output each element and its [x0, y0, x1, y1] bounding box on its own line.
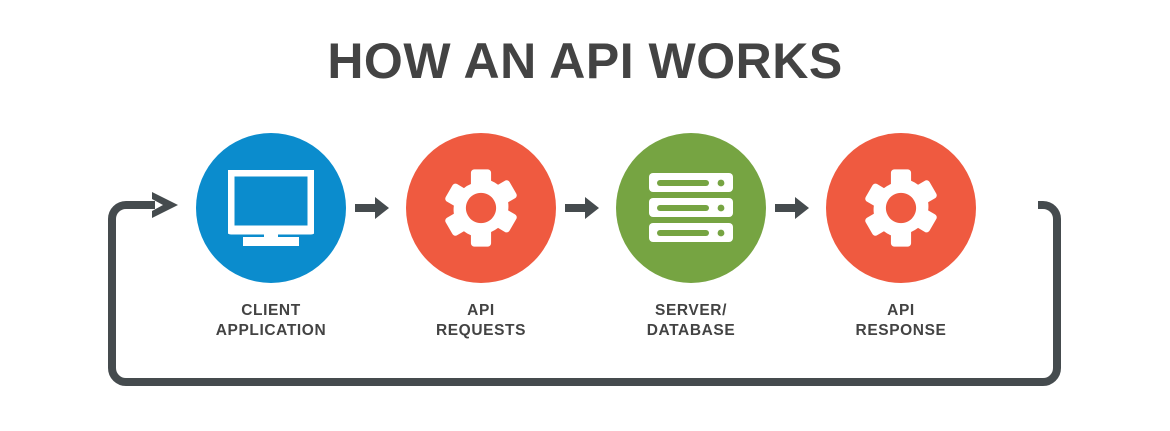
step-label-2: API REQUESTS: [406, 301, 556, 342]
step-label-1-line2: APPLICATION: [215, 322, 327, 340]
arrow-right-icon-1: [355, 197, 389, 219]
step-label-3-line2: DATABASE: [646, 322, 736, 340]
step-node-client-application[interactable]: CLIENT APPLICATION: [196, 133, 346, 342]
step-label-2-line2: REQUESTS: [435, 322, 527, 340]
step-circle-1: [196, 133, 346, 283]
loop-arrowhead-icon: [152, 192, 178, 218]
arrow-right-icon-3: [775, 197, 809, 219]
page-title: HOW AN API WORKS: [327, 33, 843, 89]
step-circle-3: [616, 133, 766, 283]
step-node-api-requests[interactable]: API REQUESTS: [406, 133, 556, 342]
loop-path: [108, 201, 1061, 386]
monitor-icon: [196, 133, 346, 283]
step-circle-2: [406, 133, 556, 283]
step-circle-4: [826, 133, 976, 283]
server-database-icon: [616, 133, 766, 283]
step-node-api-response[interactable]: API RESPONSE: [826, 133, 976, 342]
step-label-2-line1: API: [467, 302, 495, 319]
step-label-3-line1: SERVER/: [655, 302, 727, 319]
gear-icon: [826, 133, 976, 283]
step-label-4-line2: RESPONSE: [855, 322, 947, 340]
step-label-1: CLIENT APPLICATION: [196, 301, 346, 342]
step-label-3: SERVER/ DATABASE: [616, 301, 766, 342]
step-label-4-line1: API: [887, 302, 915, 319]
arrow-right-icon-2: [565, 197, 599, 219]
step-label-4: API RESPONSE: [826, 301, 976, 342]
step-label-1-line1: CLIENT: [241, 302, 301, 319]
gear-icon: [406, 133, 556, 283]
step-node-server-database[interactable]: SERVER/ DATABASE: [616, 133, 766, 342]
